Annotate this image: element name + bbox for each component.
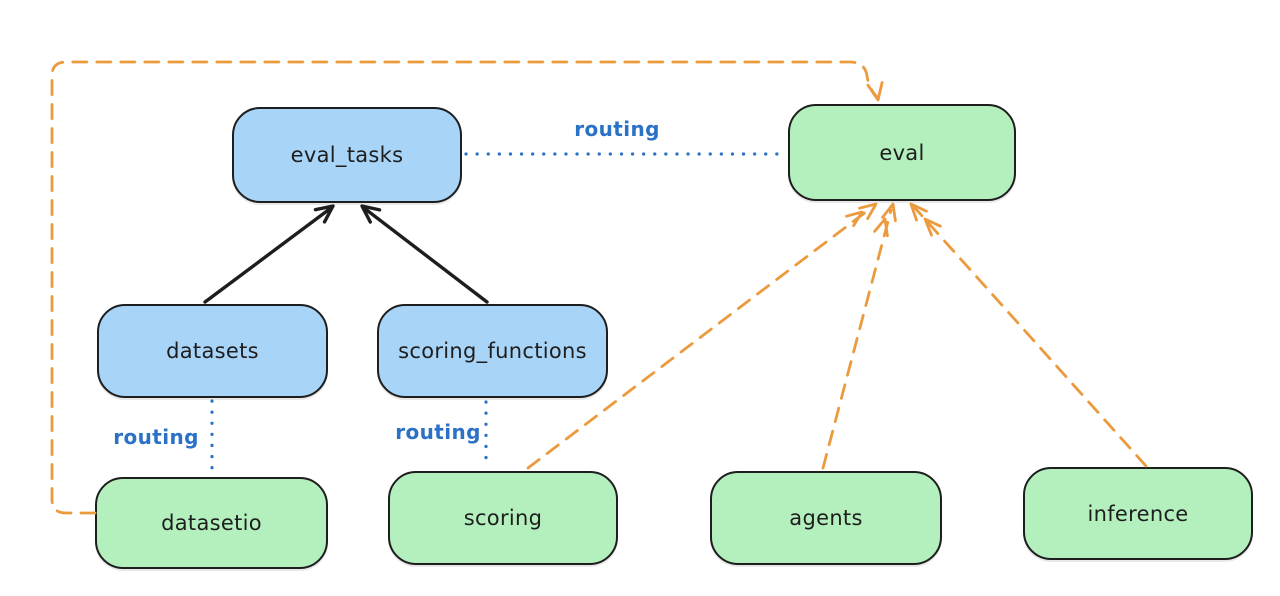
node-eval: eval <box>788 104 1016 201</box>
node-inference: inference <box>1023 467 1253 560</box>
edge-inference-to-eval-arrowhead <box>909 202 942 237</box>
edge-agents-to-eval <box>821 208 893 470</box>
node-datasetio-label: datasetio <box>161 511 262 535</box>
edge-scoring-functions-to-eval-tasks <box>360 204 489 304</box>
node-eval-tasks: eval_tasks <box>232 107 462 203</box>
node-datasets-label: datasets <box>166 339 259 363</box>
edge-agents-to-eval-arrowhead <box>873 202 897 238</box>
edge-label-routing-scoring-functions-scoring: routing <box>395 420 481 444</box>
node-datasets: datasets <box>97 304 328 398</box>
node-scoring: scoring <box>388 471 618 565</box>
node-scoring-functions-label: scoring_functions <box>398 339 587 363</box>
node-inference-label: inference <box>1087 501 1189 526</box>
edge-inference-to-eval <box>913 206 1148 468</box>
edge-label-routing-eval-tasks-eval: routing <box>574 117 660 141</box>
edge-label-routing-datasets-datasetio: routing <box>113 425 199 449</box>
edge-scoring-to-eval-arrowhead <box>845 202 878 228</box>
edge-datasets-to-eval-tasks <box>203 204 335 304</box>
node-eval-tasks-label: eval_tasks <box>290 143 404 167</box>
edge-datasetio-to-eval-arrowhead <box>866 81 884 102</box>
node-scoring-label: scoring <box>463 506 543 530</box>
node-datasetio: datasetio <box>95 477 328 569</box>
node-scoring-functions: scoring_functions <box>377 304 608 398</box>
node-agents-label: agents <box>789 506 863 530</box>
node-agents: agents <box>710 471 942 565</box>
node-eval-label: eval <box>879 140 925 165</box>
